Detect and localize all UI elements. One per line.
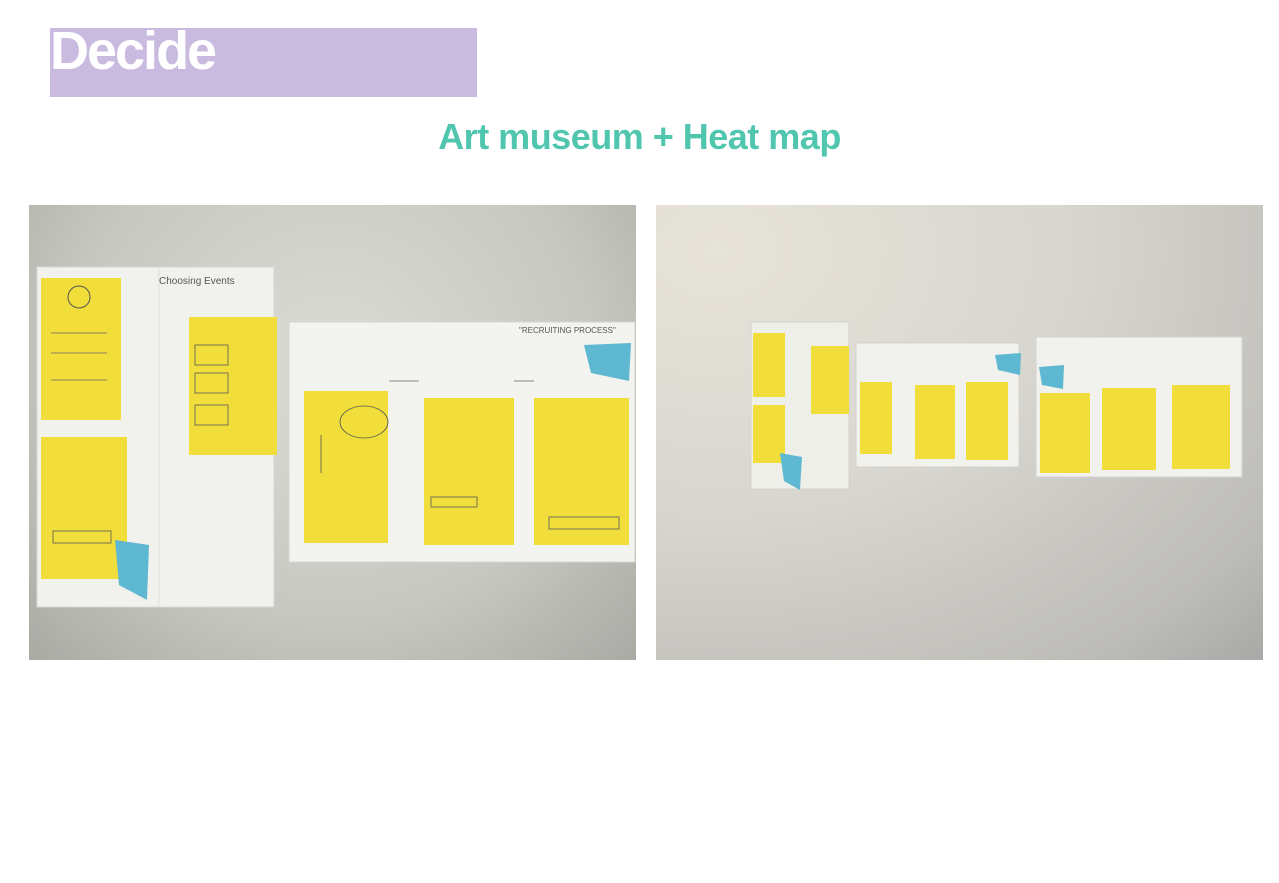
photo-closeup-illustration: Choosing Events "RECRUITING PROCESS": [36, 266, 636, 608]
prototype-photo-closeup: Choosing Events "RECRUITING PROCESS": [29, 205, 636, 660]
slide-subtitle: Art museum + Heat map: [438, 116, 841, 157]
sheet-heading-recruiting-process: "RECRUITING PROCESS": [519, 326, 616, 335]
section-header: Decide: [50, 21, 477, 97]
prototype-photo-wide: [656, 205, 1263, 660]
section-title: Decide: [50, 21, 217, 81]
photo-wide-illustration: [750, 321, 1243, 490]
sheet-heading-choosing-events: Choosing Events: [159, 276, 235, 287]
